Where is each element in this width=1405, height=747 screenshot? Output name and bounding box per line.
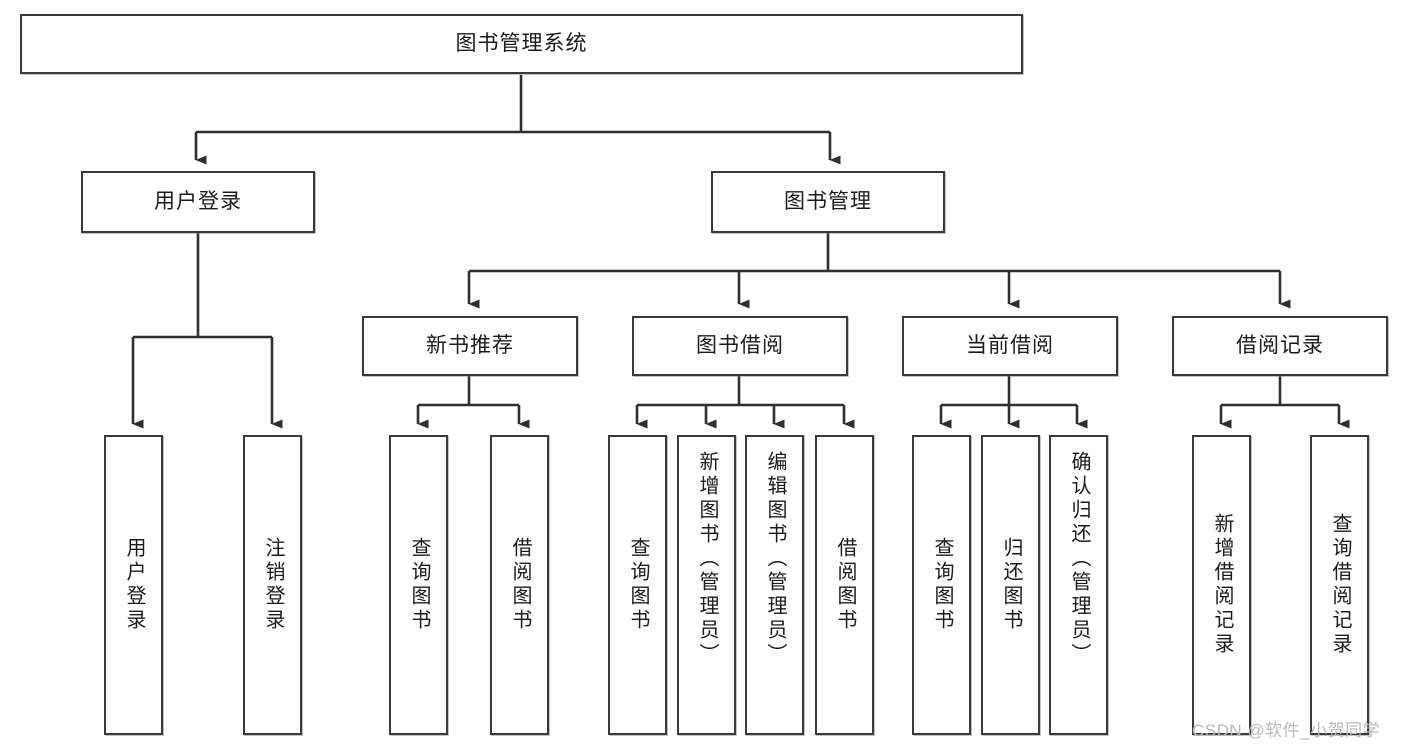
node-label: 当前借阅 — [966, 334, 1054, 358]
node-label: 用户登录 — [123, 537, 145, 633]
node-label: 注销登录 — [262, 537, 284, 633]
connector-bookmgmt-to-level3 — [467, 233, 1291, 309]
leaf-current-borrow-query-book[interactable]: 查询图书 — [912, 435, 971, 735]
node-book-management[interactable]: 图书管理 — [711, 171, 945, 233]
node-label: 用户登录 — [154, 190, 242, 214]
leaf-book-borrow-add-book-admin[interactable]: 新增图书（管理员） — [677, 435, 736, 735]
node-label: 图书管理系统 — [455, 32, 588, 56]
leaf-borrow-record-add-record[interactable]: 新增借阅记录 — [1192, 435, 1251, 735]
leaf-book-borrow-borrow-book[interactable]: 借阅图书 — [815, 435, 874, 735]
node-label: 查询图书 — [931, 537, 953, 633]
node-label: 图书管理 — [784, 190, 872, 214]
connector-newbook-to-leaves — [416, 376, 530, 429]
node-label: 新增借阅记录 — [1211, 513, 1233, 657]
node-label: 查询借阅记录 — [1329, 513, 1351, 657]
leaf-book-borrow-query-book[interactable]: 查询图书 — [608, 435, 667, 735]
node-label: 新增图书（管理员） — [696, 451, 718, 667]
node-new-book-recommend[interactable]: 新书推荐 — [362, 316, 578, 376]
leaf-current-borrow-return-book[interactable]: 归还图书 — [981, 435, 1040, 735]
node-current-borrow[interactable]: 当前借阅 — [902, 316, 1118, 376]
leaf-new-book-query-book[interactable]: 查询图书 — [389, 435, 448, 735]
leaf-user-login-signout[interactable]: 注销登录 — [243, 435, 302, 735]
node-root-book-management-system[interactable]: 图书管理系统 — [20, 14, 1023, 74]
connector-userlogin-to-leaves — [131, 233, 283, 429]
leaf-borrow-record-query-record[interactable]: 查询借阅记录 — [1310, 435, 1369, 735]
node-label: 借阅图书 — [509, 537, 531, 633]
csdn-watermark: CSDN @软件_小贺同学 — [1192, 721, 1381, 740]
node-user-login[interactable]: 用户登录 — [81, 171, 315, 233]
connector-currentborrow-to-leaves — [939, 376, 1088, 429]
node-label: 借阅图书 — [834, 537, 856, 633]
leaf-current-borrow-confirm-return-admin[interactable]: 确认归还（管理员） — [1049, 435, 1108, 735]
node-label: 确认归还（管理员） — [1068, 451, 1090, 667]
node-book-borrow[interactable]: 图书借阅 — [632, 316, 848, 376]
node-label: 查询图书 — [627, 537, 649, 633]
connector-root-to-level2 — [194, 75, 841, 165]
node-borrow-record[interactable]: 借阅记录 — [1172, 316, 1388, 376]
node-label: 图书借阅 — [696, 334, 784, 358]
node-label: 借阅记录 — [1236, 334, 1324, 358]
node-label: 编辑图书（管理员） — [764, 451, 786, 667]
node-label: 归还图书 — [1000, 537, 1022, 633]
node-label: 查询图书 — [408, 537, 430, 633]
leaf-new-book-borrow-book[interactable]: 借阅图书 — [490, 435, 549, 735]
leaf-book-borrow-edit-book-admin[interactable]: 编辑图书（管理员） — [745, 435, 804, 735]
connector-bookborrow-to-leaves — [635, 376, 855, 429]
node-label: 新书推荐 — [426, 334, 514, 358]
leaf-user-login-signin[interactable]: 用户登录 — [104, 435, 163, 735]
connector-borrowrecord-to-leaves — [1219, 376, 1350, 429]
